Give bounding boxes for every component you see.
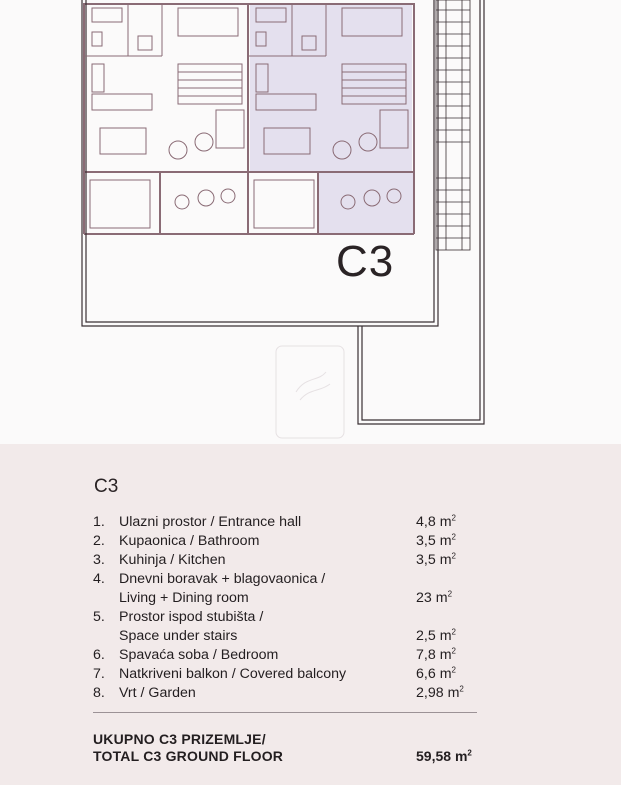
total-area: 59,58 m2	[416, 748, 472, 764]
room-number: 5.	[93, 609, 105, 625]
room-name: Spavaća soba / Bedroom	[119, 647, 279, 663]
garden-outline	[81, 0, 485, 425]
c3-unit-interior	[248, 4, 409, 229]
room-name: Dnevni boravak + blagovaonica /	[119, 571, 326, 587]
room-area: 6,6 m2	[416, 665, 456, 682]
room-area: 23 m2	[416, 589, 453, 606]
floor-plan-drawing	[81, 0, 485, 439]
room-name: Vrt / Garden	[119, 685, 196, 701]
room-number: 8.	[93, 685, 105, 701]
room-number: 2.	[93, 533, 105, 549]
room-number: 3.	[93, 552, 105, 568]
room-name: Kupaonica / Bathroom	[119, 533, 260, 549]
room-summary-panel: C3 1. Ulazni prostor / Entrance hall 4,8…	[0, 444, 621, 785]
room-number: 4.	[93, 571, 105, 587]
room-name: Living + Dining room	[119, 590, 249, 606]
total-divider	[93, 712, 477, 713]
room-area: 2,5 m2	[416, 627, 456, 644]
room-number: 6.	[93, 647, 105, 663]
total-label-line-1: UKUPNO C3 PRIZEMLJE/	[93, 731, 266, 747]
room-area: 7,8 m2	[416, 646, 456, 663]
external-stairs	[435, 0, 471, 251]
room-area: 3,5 m2	[416, 551, 456, 568]
room-number: 7.	[93, 666, 105, 682]
room-number: 1.	[93, 514, 105, 530]
room-area: 2,98 m2	[416, 684, 464, 701]
unit-title: C3	[94, 476, 119, 497]
floor-plan: C3	[81, 0, 485, 439]
total-label-line-2: TOTAL C3 GROUND FLOOR	[93, 748, 284, 764]
room-area: 3,5 m2	[416, 532, 456, 549]
building-walls	[83, 3, 415, 235]
left-unit-interior	[84, 4, 245, 229]
watermark-emblem	[275, 345, 345, 439]
room-name: Space under stairs	[119, 628, 238, 644]
room-name: Prostor ispod stubišta /	[119, 609, 264, 625]
room-name: Ulazni prostor / Entrance hall	[119, 514, 302, 530]
room-name: Natkriveni balkon / Covered balcony	[119, 666, 347, 682]
unit-plan-label: C3	[336, 237, 395, 286]
room-area: 4,8 m2	[416, 513, 456, 530]
room-name: Kuhinja / Kitchen	[119, 552, 226, 568]
